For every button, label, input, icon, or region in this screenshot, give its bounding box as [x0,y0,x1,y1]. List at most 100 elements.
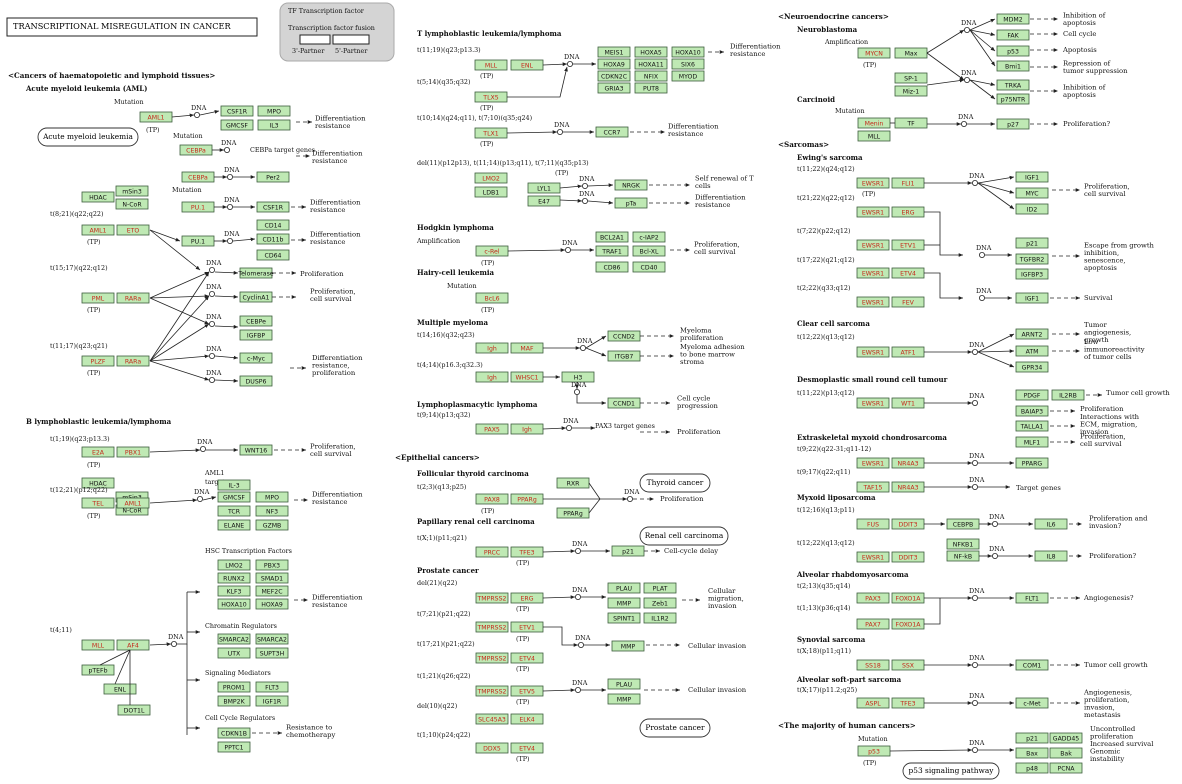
gene-box-ewsr1[interactable]: EWSR1 [856,177,890,189]
gene-box-fus[interactable]: FUS [856,518,890,530]
gene-box-il3b[interactable]: IL-3 [217,479,251,491]
gene-box-ptefb[interactable]: pTEFb [81,664,115,676]
gene-box-plau[interactable]: PLAU [607,582,641,594]
gene-box-plau2[interactable]: PLAU [607,678,641,690]
gene-box-flt3[interactable]: FLT3 [255,681,289,693]
gene-box-lmo2[interactable]: LMO2 [217,559,251,571]
gene-box-crel[interactable]: c-Rel [475,245,509,257]
gene-box-talla1[interactable]: TALLA1 [1015,420,1049,432]
gene-box-mmp3[interactable]: MMP [607,693,641,705]
gene-box-dusp6[interactable]: DUSP6 [239,375,273,387]
gene-box-mll3[interactable]: MLL [857,130,891,142]
gene-box-mmp2[interactable]: MMP [611,640,645,652]
gene-box-etv5[interactable]: ETV5 [510,685,544,697]
gene-box-etv4b[interactable]: ETV4 [510,742,544,754]
gene-box-nr4a3b[interactable]: NR4A3 [891,481,925,493]
gene-box-tfe3b[interactable]: TFE3 [891,697,925,709]
gene-box-klf3[interactable]: KLF3 [217,585,251,597]
gene-box-plzf[interactable]: PLZF [81,355,115,367]
gene-box-ccr7[interactable]: CCR7 [595,126,629,138]
gene-box-bcl6[interactable]: BcL6 [475,292,509,304]
gene-box-zeb1[interactable]: Zeb1 [643,597,677,609]
gene-box-tmprss2d[interactable]: TMPRSS2 [475,685,509,697]
gene-box-ciap2[interactable]: c-IAP2 [632,231,666,243]
gene-box-ncor[interactable]: N-CoR [115,198,149,210]
gene-box-cebpa[interactable]: CEBPa [181,171,215,183]
gene-box-smarca2[interactable]: SMARCA2 [255,633,289,645]
gene-box-hoxa11b[interactable]: HOXA11 [634,58,668,70]
gene-box-myod[interactable]: MYOD [671,70,705,82]
gene-box-ewsr1b[interactable]: EWSR1 [856,206,890,218]
gene-box-cebpb[interactable]: CEBPB [946,518,980,530]
gene-box-pdgf[interactable]: PDGF [1015,389,1049,401]
gene-box-il6[interactable]: IL6 [1034,518,1068,530]
gene-box-ewsr1f[interactable]: EWSR1 [856,346,890,358]
gene-box-wnt16[interactable]: WNT16 [239,444,273,456]
gene-box-utx[interactable]: UTX [217,647,251,659]
gene-box-tlx1[interactable]: TLX1 [474,127,508,139]
gene-box-elane[interactable]: ELANE [217,519,251,531]
gene-box-itgb7[interactable]: ITGB7 [607,350,641,362]
gene-box-gpf34[interactable]: GPR34 [1015,361,1049,373]
gene-box-cd14[interactable]: CD14 [256,219,290,231]
gene-box-wt1[interactable]: WT1 [891,397,925,409]
gene-box-dot1l[interactable]: DOT1L [117,704,151,716]
gene-box-foxo1a[interactable]: FOXO1A [891,592,925,604]
gene-box-mpo[interactable]: MPO [257,105,291,117]
gene-box-p21b[interactable]: p21 [1015,237,1049,249]
gene-box-pax5[interactable]: PAX5 [475,423,509,435]
disease-prostate[interactable]: Prostate cancer [639,718,711,738]
gene-box-ewsr1h[interactable]: EWSR1 [856,457,890,469]
gene-box-bmi1[interactable]: Bmi1 [996,60,1030,72]
gene-box-tlx5[interactable]: TLX5 [474,91,508,103]
gene-box-bclxl[interactable]: Bcl-XL [632,245,666,257]
gene-box-tmprss2b[interactable]: TMPRSS2 [475,621,509,633]
disease-p53[interactable]: p53 signaling pathway [902,762,1000,780]
gene-box-prom1[interactable]: PROM1 [217,681,251,693]
gene-box-nfkb[interactable]: NF-kB [946,550,980,562]
gene-box-igh[interactable]: Igh [475,342,509,354]
gene-box-spint1[interactable]: SPINT1 [607,612,641,624]
gene-box-id2[interactable]: ID2 [1015,203,1049,215]
gene-box-maf[interactable]: MAF [510,342,544,354]
gene-box-six6[interactable]: SIX6 [671,58,705,70]
gene-box-etv1b[interactable]: ETV1 [891,239,925,251]
gene-box-igh2[interactable]: Igh [475,371,509,383]
disease-aml[interactable]: Acute myeloid leukemia [37,127,139,147]
gene-box-hdac[interactable]: HDAC [81,477,115,489]
gene-box-pml[interactable]: PML [81,292,115,304]
gene-box-nfkb1[interactable]: NFKB1 [946,538,980,550]
gene-box-il1r2[interactable]: IL1R2 [643,612,677,624]
gene-box-ewsr1d[interactable]: EWSR1 [856,267,890,279]
gene-box-lmo2b[interactable]: LMO2 [474,172,508,184]
gene-box-bax[interactable]: Bax [1015,747,1049,759]
gene-box-ccnd1[interactable]: CCND1 [607,397,641,409]
gene-box-slc45a3[interactable]: SLC45A3 [475,713,509,725]
gene-box-pax8[interactable]: PAX8 [475,493,509,505]
gene-box-atm[interactable]: ATM [1015,345,1049,357]
gene-box-mnnn[interactable]: Menin [857,117,891,129]
gene-box-prcc[interactable]: PRCC [475,546,509,558]
gene-box-plat[interactable]: PLAT [643,582,677,594]
gene-box-mpo2[interactable]: MPO [255,491,289,503]
gene-box-pax3[interactable]: PAX3 [856,592,890,604]
disease-renal[interactable]: Renal cell carcinoma [639,526,729,546]
gene-box-erg[interactable]: ERG [510,592,544,604]
gene-box-mef2c[interactable]: MEF2C [255,585,289,597]
gene-box-tmprss2[interactable]: TMPRSS2 [475,592,509,604]
gene-box-gmcsf[interactable]: GMCSF [217,491,251,503]
gene-box-com1[interactable]: COM1 [1015,659,1049,671]
gene-box-mlf1[interactable]: MLF1 [1015,436,1049,448]
gene-box-taf15[interactable]: TAF15 [856,481,890,493]
gene-box-ewsr1e[interactable]: EWSR1 [856,296,890,308]
gene-box-hoxa10[interactable]: HOXA10 [217,598,251,610]
gene-box-flt1[interactable]: FLT1 [1015,592,1049,604]
gene-box-cyclina1[interactable]: CyclinA1 [239,291,273,303]
gene-box-p53b[interactable]: p53 [857,745,891,757]
gene-box-tf[interactable]: TF [894,117,928,129]
gene-box-mycn[interactable]: MYCN [857,47,891,59]
gene-box-aspl[interactable]: ASPL [856,697,890,709]
gene-box-etv4c[interactable]: ETV4 [891,267,925,279]
gene-box-nfix[interactable]: NFIX [634,70,668,82]
gene-box-tel[interactable]: TEL [81,497,115,509]
